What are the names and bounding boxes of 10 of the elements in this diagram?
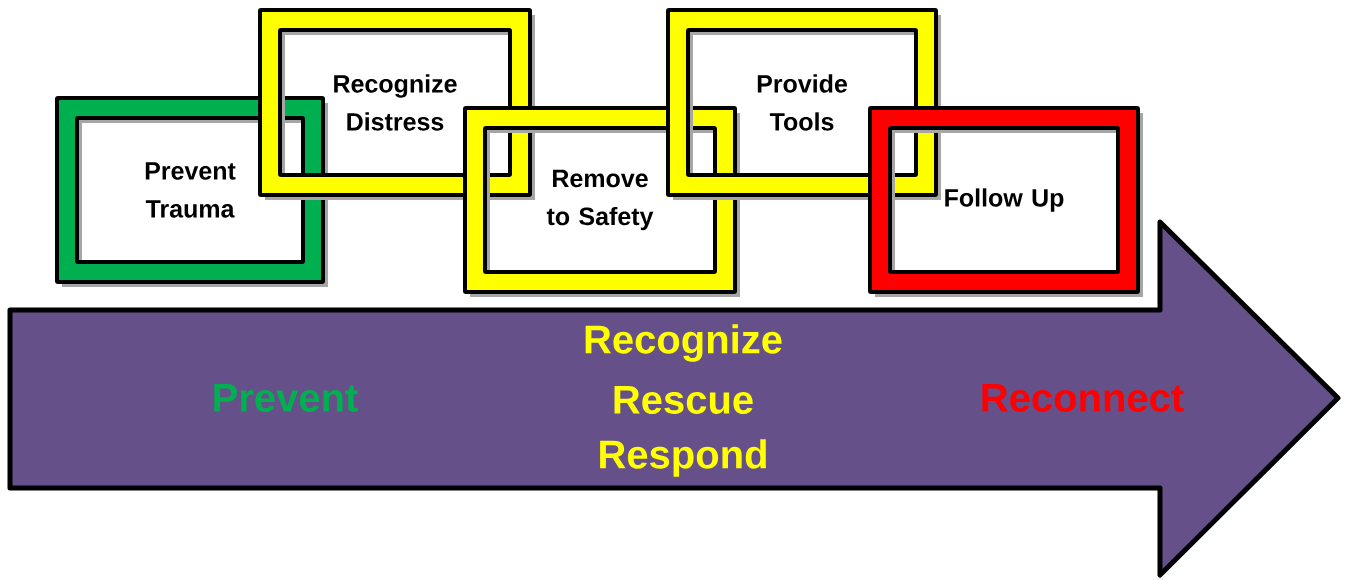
arrow-label: Respond (600, 439, 766, 477)
arrow-label: Recognize (585, 324, 782, 362)
frame-box: Remove to Safety (463, 106, 740, 297)
frame-box: Follow Up (868, 106, 1143, 297)
arrow-label: Reconnect (982, 384, 1184, 412)
frame-box: Prevent Trauma (55, 96, 328, 287)
arrow-label: Rescue (614, 386, 753, 414)
frame-box: Provide Tools (666, 8, 941, 200)
arrow-label: Prevent (214, 384, 358, 412)
frame-box: Recognize Distress (258, 8, 535, 200)
